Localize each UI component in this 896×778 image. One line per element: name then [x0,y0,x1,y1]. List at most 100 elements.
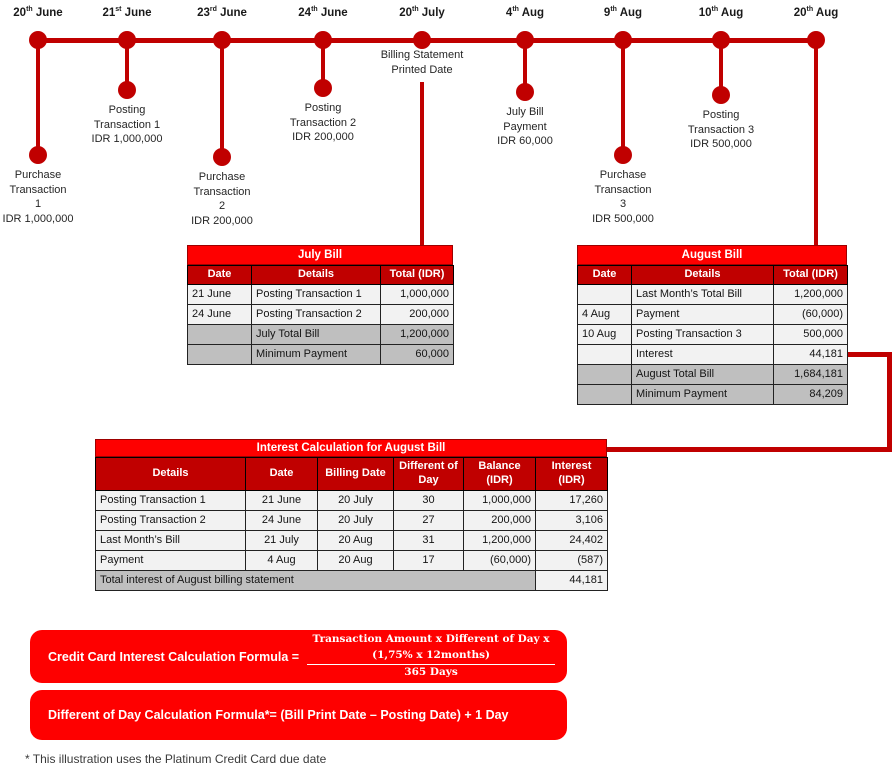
table-cell [577,283,632,305]
timeline-date-label: 4th Aug [505,6,545,19]
event-stem [220,42,224,157]
formula-denominator: 365 Days [404,666,458,679]
table-cell: Last Month’s Total Bill [631,283,774,305]
table-cell [577,363,632,385]
connector-interest-horizontal [845,352,892,357]
table-cell: 4 Aug [245,549,318,571]
timeline-date-label: 20th July [399,6,445,19]
timeline-dot [614,31,632,49]
table-cell [577,383,632,405]
table-cell: 4 Aug [577,303,632,325]
column-header: Interest (IDR) [535,457,608,491]
event-label: Posting Transaction 2 IDR 200,000 [289,102,357,144]
table-cell [577,343,632,365]
column-header: Date [187,265,252,285]
event-stem [719,42,723,95]
timeline-dot [118,31,136,49]
interest-formula-label: Credit Card Interest Calculation Formula… [48,649,300,664]
timeline-date-label: 23rd June [197,6,247,19]
table-cell: 10 Aug [577,323,632,345]
table-cell: Posting Transaction 2 [95,509,246,531]
timeline-date-label: 21st June [102,6,152,19]
table-cell: 24,402 [535,529,608,551]
table-cell [187,343,252,365]
footnote: * This illustration uses the Platinum Cr… [25,752,327,766]
table-cell: 24 June [245,509,318,531]
event-label: Billing Statement Printed Date [380,49,464,76]
day-formula-label: Different of Day Calculation Formula*= (… [48,708,509,722]
column-header: Balance (IDR) [463,457,536,491]
table-row: Total interest of August billing stateme… [95,569,608,591]
table-cell: (60,000) [773,303,848,325]
table-cell: 21 June [245,489,318,511]
event-dot [29,146,47,164]
column-header: Date [245,457,318,491]
table-cell: 3,106 [535,509,608,531]
table-cell: Payment [95,549,246,571]
timeline-dot [213,31,231,49]
event-dot [314,79,332,97]
column-header: Details [95,457,246,491]
event-label: Posting Transaction 1 IDR 1,000,000 [91,104,163,146]
event-label: Purchase Transaction 3 IDR 500,000 [592,169,654,225]
table-cell [187,323,252,345]
day-formula-box: Different of Day Calculation Formula*= (… [30,690,567,740]
july-bill-title: July Bill [187,245,453,265]
column-header: Details [251,265,381,285]
event-stem [523,42,527,92]
connector-interest-vertical [887,352,892,452]
timeline-date-label: 20th Aug [793,6,839,19]
column-header: Details [631,265,774,285]
event-label: Posting Transaction 3 IDR 500,000 [687,109,755,151]
table-cell: Minimum Payment [631,383,774,405]
table-cell: 84,209 [773,383,848,405]
table-cell: 44,181 [773,343,848,365]
column-header: Different of Day [393,457,464,491]
event-label: July Bill Payment IDR 60,000 [497,106,553,148]
timeline-dot [314,31,332,49]
interest-formula-box: Credit Card Interest Calculation Formula… [30,630,567,683]
event-dot [712,86,730,104]
event-label: Purchase Transaction 2 IDR 200,000 [191,171,253,227]
table-cell: Posting Transaction 1 [95,489,246,511]
table-cell: 24 June [187,303,252,325]
table-cell: 30 [393,489,464,511]
event-stem [36,42,40,155]
august-bill-title: August Bill [577,245,847,265]
timeline-dot [29,31,47,49]
event-dot [614,146,632,164]
timeline-dot [516,31,534,49]
timeline-date-label: 24th June [298,6,348,19]
table-cell: July Total Bill [251,323,381,345]
event-stem [621,42,625,155]
table-cell: 20 Aug [317,529,394,551]
table-cell: 200,000 [380,303,454,325]
event-dot [118,81,136,99]
timeline-dot [807,31,825,49]
column-header: Date [577,265,632,285]
event-stem [125,42,129,90]
column-header: Total (IDR) [380,265,454,285]
event-dot [516,83,534,101]
table-cell: 200,000 [463,509,536,531]
table-cell: (587) [535,549,608,571]
connector-interest-to-table [607,447,892,452]
event-label: Purchase Transaction 1 IDR 1,000,000 [2,169,74,225]
timeline-date-label: 9th Aug [603,6,643,19]
table-cell: August Total Bill [631,363,774,385]
table-cell: 44,181 [535,569,608,591]
timeline-date-label: 10th Aug [698,6,744,19]
table-cell: 21 July [245,529,318,551]
